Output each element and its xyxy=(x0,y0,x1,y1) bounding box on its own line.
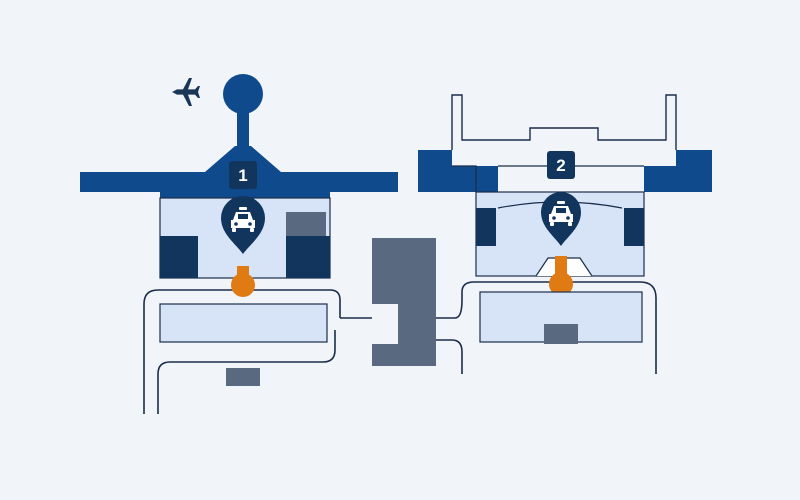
parking-garage[interactable] xyxy=(372,238,436,366)
terminal-1-curbside xyxy=(159,303,328,343)
exit-marker-icon xyxy=(549,256,573,296)
terminal-1-number: 1 xyxy=(238,166,247,185)
terminal-2[interactable]: 2 xyxy=(418,94,712,344)
terminal-2-kiosk xyxy=(544,324,578,344)
terminal-2-block-right xyxy=(624,208,644,246)
terminal-1[interactable]: 1 xyxy=(80,74,398,386)
taxi-pin-2[interactable] xyxy=(541,192,581,246)
control-tower-1 xyxy=(223,74,263,114)
terminal-2-wing-right xyxy=(644,150,712,192)
tower-stem-1 xyxy=(237,110,249,146)
terminal-1-block-left xyxy=(160,236,198,278)
terminal-2-block-left xyxy=(476,208,496,246)
plane-icon xyxy=(172,78,200,106)
terminal-2-badge: 2 xyxy=(547,151,575,179)
terminal-1-kiosk xyxy=(226,368,260,386)
terminal-2-number: 2 xyxy=(556,156,565,175)
taxi-pin-1[interactable] xyxy=(221,196,265,254)
terminal-1-block-gray xyxy=(286,212,326,236)
terminal-1-badge: 1 xyxy=(229,161,257,189)
terminal-2-pier-outline xyxy=(451,94,677,150)
terminal-1-block-right xyxy=(286,236,330,278)
exit-marker-icon xyxy=(231,266,255,297)
terminal-2-wing-left xyxy=(418,150,498,192)
